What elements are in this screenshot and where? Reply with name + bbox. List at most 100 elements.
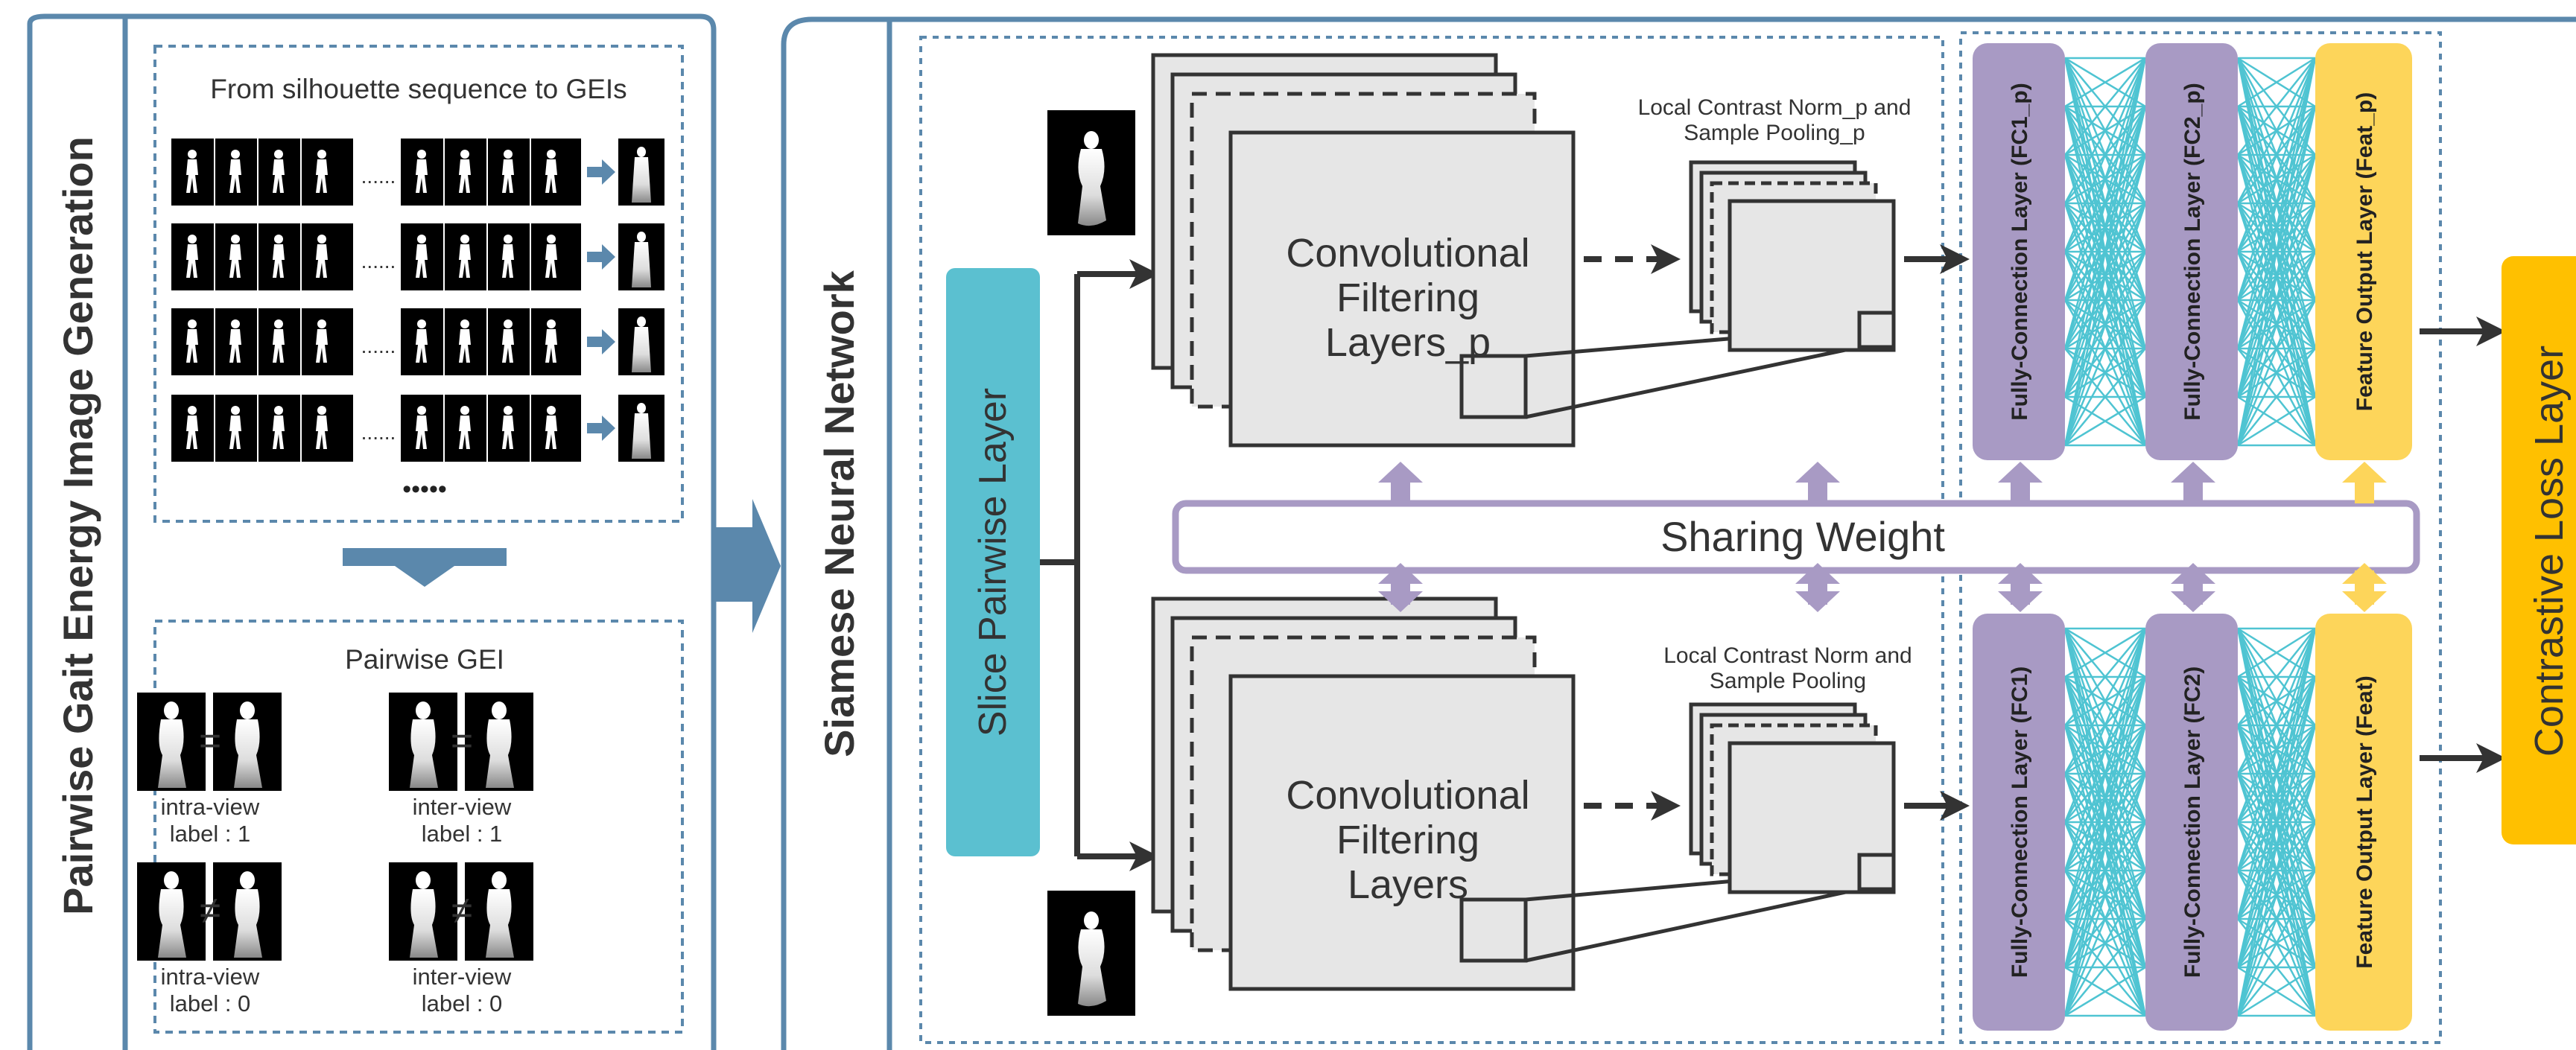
gei-head: [240, 871, 255, 889]
lcn-stack-bottom: [1689, 702, 1896, 894]
double-arrow-head-down: [1378, 570, 1423, 612]
gei-body: [632, 413, 651, 459]
silhouette-row: ......: [171, 223, 664, 290]
fc-connection: [2237, 628, 2316, 726]
left-panel-title: Pairwise Gait Energy Image Generation: [54, 136, 101, 915]
fc-connection: [2236, 676, 2317, 1016]
fc-connection: [2063, 57, 2147, 446]
gei-body: [410, 719, 438, 788]
fc-connection: [2064, 57, 2146, 108]
row-hdots: ......: [361, 334, 396, 357]
conv-bottom-line2: Filtering: [1336, 818, 1479, 862]
fc-connection: [2063, 773, 2147, 1016]
fc-connection: [2236, 57, 2317, 301]
fc-connection: [2236, 106, 2317, 446]
fc-connection: [2236, 628, 2317, 920]
fc-connection: [2236, 57, 2317, 252]
fc-connection: [2237, 348, 2316, 446]
double-arrow-head-up: [2342, 462, 2387, 503]
fc-connection: [2063, 154, 2147, 446]
fc-connection: [2236, 821, 2317, 1016]
silhouette-row: ......: [171, 308, 664, 375]
fc-connection: [2063, 628, 2147, 968]
double-arrow-head-down: [1998, 570, 2043, 612]
gei-head: [637, 147, 646, 157]
sharing-double-arrows: [1378, 462, 2387, 612]
right-panel: Siamese Neural Network Slice Pairwise La…: [781, 16, 2576, 1050]
feat-column: [2315, 614, 2412, 1031]
double-arrow-head-up: [1998, 462, 2043, 503]
conv-top-line2: Filtering: [1336, 276, 1479, 320]
lcn-bottom-line1: Local Contrast Norm and: [1663, 643, 1912, 668]
feat-label: Feature Output Layer (Feat): [2353, 675, 2377, 968]
conv-to-lcn-arrows: [1584, 244, 1681, 821]
pair-symbol: =: [451, 719, 473, 763]
fc-connection: [2063, 299, 2147, 446]
fc-connection: [2237, 395, 2316, 447]
gei-body: [632, 157, 651, 203]
fc-connection: [2064, 966, 2146, 1017]
gei-head: [416, 701, 431, 719]
receptive-window: [1459, 354, 1528, 419]
lcn-to-fc-arrows: [1904, 244, 1970, 821]
gei-body: [632, 327, 651, 372]
fc-mesh-bottom: [2063, 627, 2317, 1017]
gei-head: [492, 701, 507, 719]
gei-body: [486, 889, 514, 958]
fc-mesh-top: [2063, 57, 2317, 447]
fc-connection: [2063, 57, 2147, 204]
double-arrow-head-down: [2342, 570, 2387, 612]
conv-stack-bottom: [1151, 596, 1860, 991]
fc-connection: [2064, 627, 2146, 678]
feat-to-loss-arrows: [2420, 316, 2506, 773]
fc-connection: [2236, 154, 2317, 446]
pair-caption: inter-view: [413, 794, 512, 820]
fc-connection: [2063, 57, 2147, 398]
input-gei-top: [1047, 110, 1135, 235]
pair-label: label : 0: [170, 990, 251, 1016]
sharing-weight-bar: [1172, 500, 2420, 574]
gei-head: [637, 232, 646, 242]
fc2-p-label: Fully-Connection Layer (FC2_p): [2180, 83, 2205, 420]
pair-symbol: ≠: [200, 889, 221, 932]
double-arrow-head-up: [1795, 462, 1840, 503]
gei-arrow: [587, 159, 615, 185]
silhouette-box: [153, 45, 684, 523]
gei-body: [234, 889, 262, 958]
gei-head: [637, 316, 646, 327]
fc-connection: [2063, 628, 2147, 1016]
lcn-top-line1: Local Contrast Norm_p and: [1638, 95, 1912, 120]
fc-connection: [2063, 106, 2147, 446]
pooling-window: [1857, 311, 1896, 349]
fc-connection: [2063, 676, 2147, 1016]
row-hdots: ......: [361, 249, 396, 273]
panel-connector-arrow: [714, 499, 781, 633]
fc-connection: [2063, 251, 2147, 446]
pair-caption: inter-view: [413, 964, 512, 990]
projection-line: [1525, 887, 1860, 963]
fc-connection: [2064, 395, 2146, 447]
fc1-p-column: [1973, 43, 2065, 460]
fc-connection: [2064, 57, 2146, 156]
fc-connection: [2063, 870, 2147, 1016]
fc-connection: [2063, 821, 2147, 1016]
gei-arrow: [587, 416, 615, 441]
fc-connection: [2064, 628, 2146, 726]
fc2-label: Fully-Connection Layer (FC2): [2180, 666, 2205, 978]
fc-connection: [2236, 725, 2317, 1016]
fc-connection: [2063, 57, 2147, 349]
silhouette-title: From silhouette sequence to GEIs: [210, 74, 626, 104]
fc-connection: [2236, 251, 2317, 446]
lcn-bottom-line2: Sample Pooling: [1710, 669, 1866, 693]
gei-head: [637, 403, 646, 413]
fc-connection: [2064, 348, 2146, 446]
feat-p-column: [2315, 43, 2412, 460]
pair-symbol: =: [199, 719, 221, 763]
double-arrow-head-down: [2171, 570, 2215, 612]
gei-body: [158, 719, 186, 788]
fc-connection: [2063, 725, 2147, 1016]
